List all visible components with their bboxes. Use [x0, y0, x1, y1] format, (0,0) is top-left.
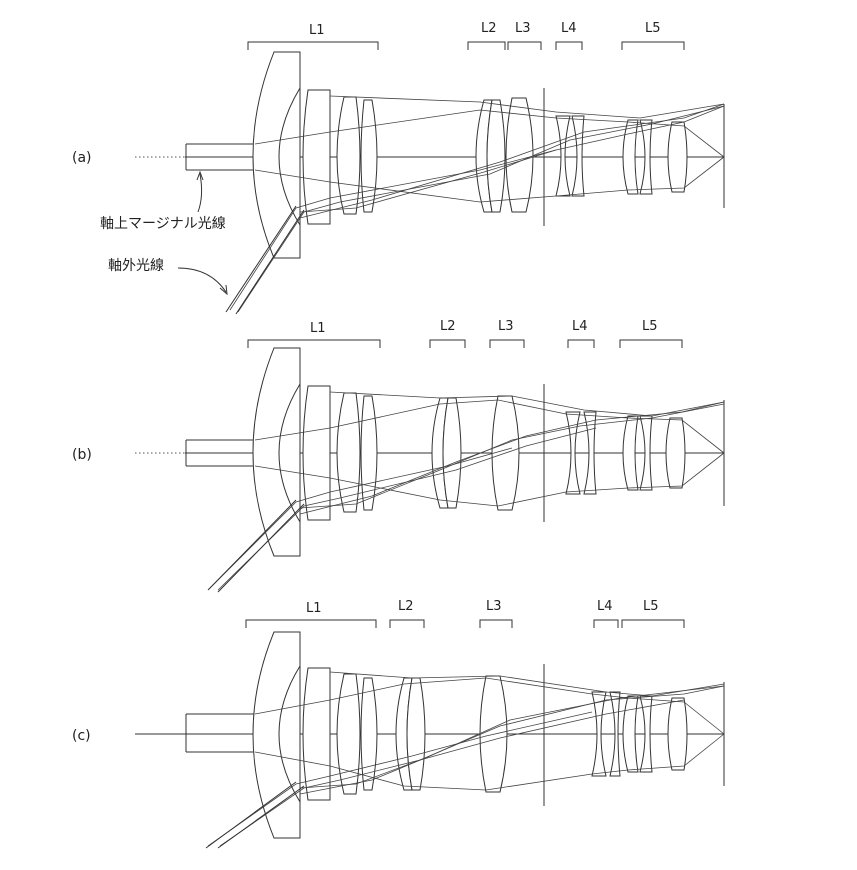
group-label-l4: L4	[561, 21, 577, 36]
group-bracket-l4: L4	[555, 21, 583, 50]
group-label-l5: L5	[645, 21, 661, 36]
annotation-text: 軸上マージナル光線	[100, 216, 226, 232]
axial-beam	[185, 143, 255, 171]
group-label-l2: L2	[481, 21, 497, 36]
lens-l4-a	[565, 411, 581, 495]
lens-l1-b	[302, 667, 331, 801]
ray-paths	[229, 95, 725, 313]
group-label-l5: L5	[642, 319, 658, 334]
annotation-axial-marginal-ray: 軸上マージナル光線	[100, 170, 226, 232]
axial-beam	[185, 439, 255, 467]
lens-l2-b	[442, 397, 462, 509]
lens-l1-front-inner	[278, 665, 301, 803]
group-bracket-l2: L2	[389, 599, 425, 628]
ray-paths	[207, 671, 725, 847]
group-bracket-l3: L3	[479, 599, 513, 628]
group-bracket-l3: L3	[507, 21, 542, 50]
lens-l2-b	[406, 677, 426, 791]
panel-label: (c)	[72, 728, 91, 744]
group-label-l3: L3	[486, 599, 502, 614]
lens-l5-b	[639, 119, 653, 195]
arrow-head	[196, 170, 204, 181]
lens-l5-b	[639, 415, 653, 491]
lens-l5-a	[622, 119, 639, 195]
lens-l1-d	[360, 677, 378, 791]
lens-l5-b	[639, 695, 653, 773]
lens-l4-a	[555, 115, 571, 197]
panel-b: (b) L1 L2 L3 L4 L5	[72, 319, 725, 593]
ray-paths	[209, 391, 725, 591]
lens-l1-front	[252, 347, 301, 557]
lens-l1-c	[336, 96, 361, 215]
panel-label: (a)	[72, 150, 92, 166]
lens-l1-c	[336, 673, 361, 795]
lens-l5-a	[622, 695, 639, 773]
lens-l1-front	[252, 51, 301, 259]
group-label-l1: L1	[310, 321, 326, 336]
lens-l1-d	[360, 395, 378, 511]
lens-l5-c	[667, 697, 688, 771]
group-bracket-l4: L4	[593, 599, 619, 628]
lens-l5-c	[665, 417, 686, 489]
axial-beam	[185, 713, 255, 753]
lens-l5-a	[622, 415, 639, 491]
group-bracket-l1: L1	[247, 321, 381, 348]
group-label-l3: L3	[515, 21, 531, 36]
group-bracket-l4: L4	[567, 319, 595, 348]
group-bracket-l1: L1	[247, 23, 379, 50]
lens-l1-b	[302, 89, 331, 225]
pointer-arrow	[177, 267, 227, 293]
group-label-l1: L1	[309, 23, 325, 38]
annotation-text: 軸外光線	[108, 258, 164, 274]
group-bracket-l1: L1	[245, 601, 377, 628]
group-bracket-l2: L2	[429, 319, 466, 348]
group-bracket-l5: L5	[621, 21, 685, 50]
group-label-l1: L1	[306, 601, 322, 616]
pointer-arrow	[197, 173, 203, 213]
annotation-off-axis-ray: 軸外光線	[108, 258, 228, 296]
panel-label: (b)	[72, 447, 92, 463]
lens-l2-b	[486, 99, 506, 213]
group-bracket-l2: L2	[467, 21, 506, 50]
group-label-l4: L4	[597, 599, 613, 614]
off-axis-beam	[205, 781, 305, 849]
arrow-head	[219, 284, 228, 296]
lens-l1-b	[302, 385, 331, 521]
lens-l5-c	[667, 121, 688, 193]
group-label-l4: L4	[572, 319, 588, 334]
panel-c: (c) L1 L2 L3 L4 L5	[72, 599, 725, 849]
group-label-l5: L5	[643, 599, 659, 614]
lens-l4-a	[591, 691, 607, 777]
lens-l4-b	[571, 115, 585, 197]
lens-l1-front	[252, 631, 301, 839]
panel-a: (a) L1 L2 L3 L4 L5	[72, 21, 725, 315]
group-label-l2: L2	[440, 319, 456, 334]
lens-l1-front-inner	[278, 87, 301, 226]
lens-l4-b	[583, 411, 597, 495]
group-label-l2: L2	[398, 599, 414, 614]
group-label-l3: L3	[498, 319, 514, 334]
off-axis-beam	[207, 499, 305, 593]
group-bracket-l5: L5	[621, 599, 685, 628]
group-bracket-l3: L3	[489, 319, 525, 348]
off-axis-beam	[225, 205, 305, 315]
group-bracket-l5: L5	[619, 319, 683, 348]
lens-l1-d	[360, 99, 378, 213]
